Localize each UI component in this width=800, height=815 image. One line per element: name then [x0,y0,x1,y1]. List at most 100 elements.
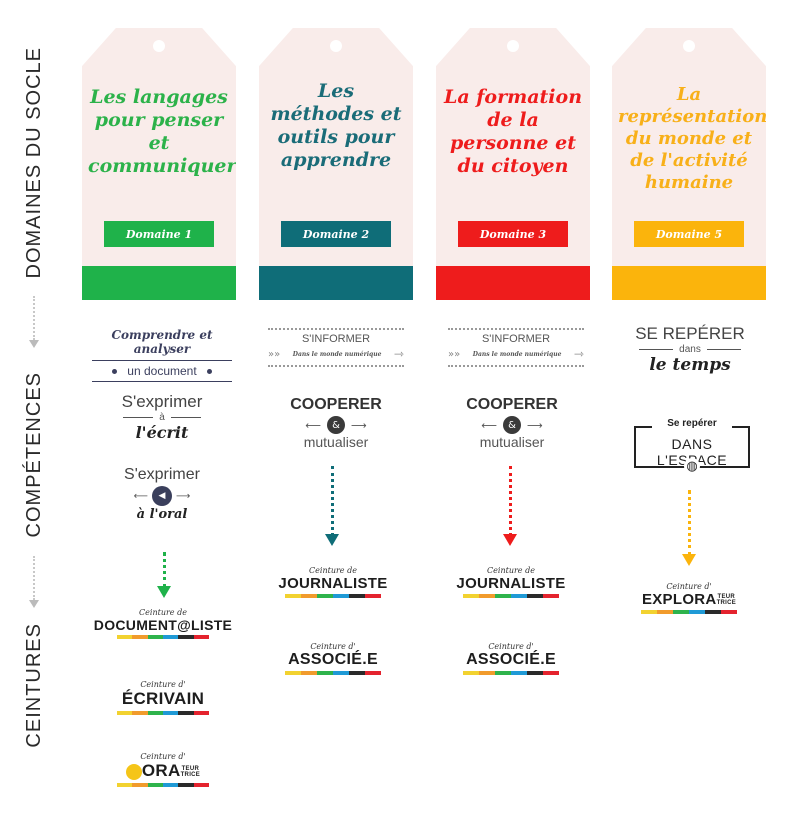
competence-sinformer-3: S'INFORMER »» Dans le monde numérique ⇾ [448,328,584,367]
belt-name: ÉCRIVAIN [121,689,205,708]
globe-icon: ◍ [684,458,700,474]
belt-stripe [117,635,209,639]
divider [706,349,741,350]
ampersand-icon: & [503,416,521,434]
competence-top: SE REPÉRER [635,324,745,343]
belt-name: JOURNALISTE [456,575,566,592]
belt-ecrivain: Ceinture d' ÉCRIVAIN [108,680,218,715]
competence-mid-row: à [100,412,224,423]
belt-prefix: Ceinture de [487,566,535,575]
chevrons-icon: »» [448,348,461,360]
domain-tag-1: Les langages pour penser et communiquer … [82,28,236,300]
belt-prefix: Ceinture d' [666,582,712,591]
belt-suffix-2: TRICE [716,600,737,607]
belt-prefix: Ceinture d' [310,642,356,651]
ampersand-icon: & [327,416,345,434]
belt-stripe [117,711,209,715]
arrow-line [331,466,334,536]
competence-bottom: l'écrit [135,423,189,442]
competence-top: Se repérer [667,418,717,429]
tag-hole [153,40,165,52]
divider [92,360,232,361]
frame-top-left [634,426,652,428]
competence-sub: Dans le monde numérique [472,350,562,358]
belt-name: ORA [141,761,181,780]
belt-prefix: Ceinture de [139,608,187,617]
belt-suffix-1: TEUR [717,594,736,601]
divider [92,381,232,382]
belt-journaliste-3: Ceinture de JOURNALISTE [444,566,578,598]
arrow-left-icon: ⟵ [481,418,497,432]
competence-mid: à [159,412,165,423]
dotted-divider [268,328,404,330]
side-label-competences: COMPÉTENCES [22,372,45,538]
competence-mid-row: ⟵ & ⟶ [448,416,576,434]
belt-prefix: Ceinture d' [140,680,186,689]
belt-suffix-2: TRICE [180,771,201,778]
bullet-icon [112,368,118,374]
domain-badge: Domaine 2 [281,221,391,247]
competence-exprimer-oral: S'exprimer ⟵ ◀ ⟶ à l'oral [100,466,224,522]
competence-exprimer-ecrit: S'exprimer à l'écrit [100,392,224,442]
domain-tag-5: La représentation du monde et de l'activ… [612,28,766,300]
competence-mid-row: dans [628,344,752,355]
belt-associe-2: Ceinture d' ASSOCIÉ.E [276,642,390,675]
belt-name: ASSOCIÉ.E [466,651,556,668]
belt-prefix: Ceinture d' [488,642,534,651]
competence-reperer-espace: Se repérer DANS L'ESPACE ◍ [634,418,750,474]
belt-stripe [117,783,209,787]
side-arrow-2 [29,556,39,608]
domain-title: La formation de la personne et du citoye… [443,86,583,177]
domain-band [436,266,590,300]
domain-title: Les méthodes et outils pour apprendre [270,80,402,171]
competence-top: Comprendre et analyser [111,328,213,356]
tag-hole [683,40,695,52]
belt-stripe [285,594,381,598]
dotted-divider [448,365,584,367]
competence-top: S'exprimer [124,466,200,483]
competence-comprendre-analyser: Comprendre et analyser un document [84,328,240,382]
domain-badge: Domaine 5 [634,221,744,247]
belt-stripe [641,610,737,614]
competence-sub: Dans le monde numérique [292,350,382,358]
competence-top: COOPERER [466,396,558,413]
tag-hole [330,40,342,52]
domain-band [82,266,236,300]
competence-mid-row: ⟵ ◀ ⟶ [100,486,224,506]
belt-stripe [285,671,381,675]
arrow-left-icon: ⟵ [305,418,321,432]
competence-sub-row: »» Dans le monde numérique ⇾ [268,347,404,361]
arrow-head-icon [325,534,339,546]
domain-tag-2: Les méthodes et outils pour apprendre Do… [259,28,413,300]
belt-prefix: Ceinture d' [140,752,186,761]
domain-band [612,266,766,300]
competence-mid: dans [679,344,701,355]
competence-sub-row: »» Dans le monde numérique ⇾ [448,347,584,361]
arrow-right-icon: ⟶ [176,490,191,502]
side-label-ceintures: CEINTURES [22,622,45,748]
competence-cooperer-3: COOPERER ⟵ & ⟶ mutualiser [448,396,576,450]
megaphone-icon: ◀ [152,486,172,506]
bullet-icon [206,368,212,374]
chevrons-icon: »» [268,348,281,360]
belt-suffix-1: TEUR [181,765,200,772]
competence-bottom: un document [127,364,197,378]
belt-journaliste-2: Ceinture de JOURNALISTE [266,566,400,598]
competence-cooperer: COOPERER ⟵ & ⟶ mutualiser [272,396,400,450]
competence-mid-row: ⟵ & ⟶ [272,416,400,434]
domain-tag-3: La formation de la personne et du citoye… [436,28,590,300]
domain-badge: Domaine 3 [458,221,568,247]
competence-top: S'INFORMER [301,333,371,345]
dotted-divider [448,328,584,330]
belt-name: JOURNALISTE [278,575,388,592]
side-arrow-1 [29,296,39,348]
arrow-right-icon: ⇾ [573,347,584,361]
arrow-left-icon: ⟵ [133,490,148,502]
belt-name: DOCUMENT@LISTE [93,617,233,633]
competence-bottom: le temps [649,355,731,375]
